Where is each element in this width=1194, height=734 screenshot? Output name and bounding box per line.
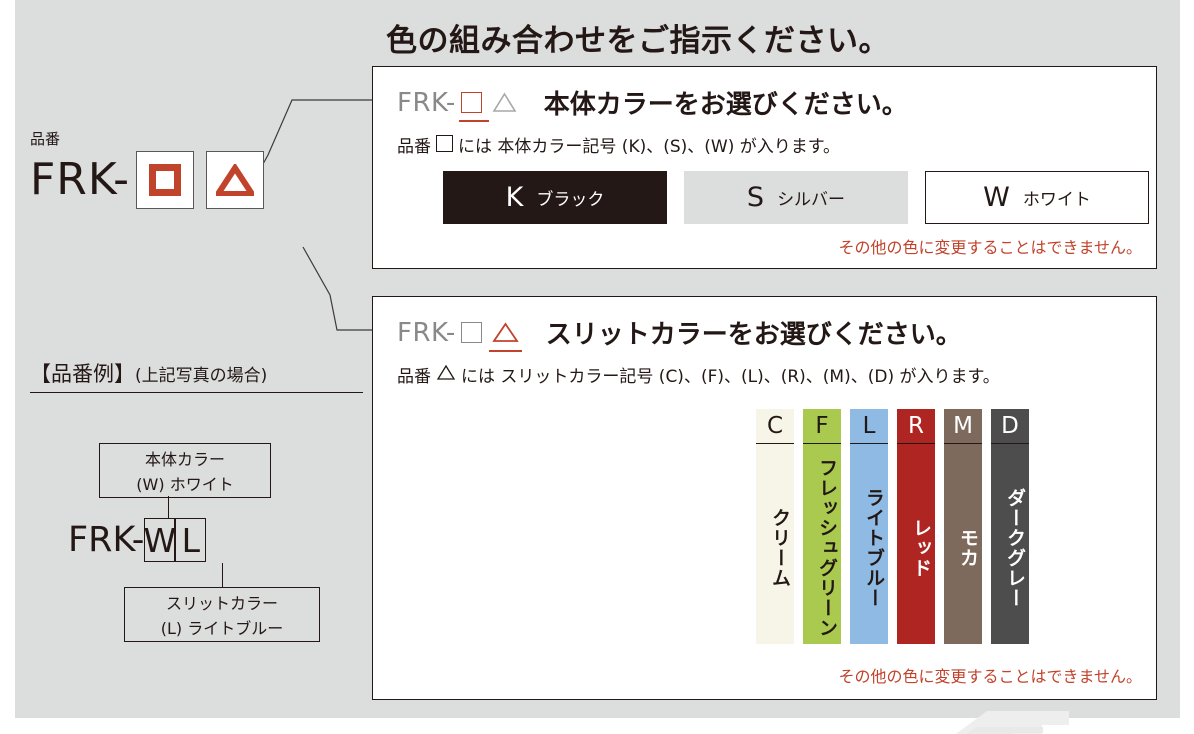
frk-row: FRK- bbox=[30, 151, 350, 209]
product-number-key: 品番 FRK- bbox=[30, 128, 350, 209]
swatch-K-name: ブラック bbox=[536, 190, 605, 210]
color-bar-R-code: R bbox=[908, 413, 924, 439]
panel2-triangle-marker bbox=[488, 322, 522, 352]
red-underline bbox=[458, 120, 489, 122]
slit-color-bars: C クリーム F フレッシュグリーン L ライトブルー R レッド M bbox=[756, 409, 1029, 644]
example-product-number: FRK- W L bbox=[68, 518, 207, 562]
slit-color-mark-box bbox=[206, 151, 264, 209]
color-bar-C[interactable]: C クリーム bbox=[756, 409, 794, 644]
square-outline-icon bbox=[436, 134, 453, 152]
example-code-slit: L bbox=[175, 518, 207, 562]
panel1-sub-mid: には 本体カラー記号 (K)、(S)、(W) が入ります。 bbox=[458, 137, 841, 157]
example-heading: 【品番例】(上記写真の場合) bbox=[30, 358, 370, 388]
red-square-mark bbox=[149, 164, 181, 196]
hinban-label: 品番 bbox=[30, 130, 61, 148]
body-color-panel-head: FRK- 本体カラーをお選びください。 bbox=[397, 84, 1156, 122]
example-connector-bottom bbox=[222, 563, 223, 587]
color-bar-L-code: L bbox=[862, 413, 876, 439]
panel2-prefix: FRK- bbox=[397, 317, 456, 348]
swatch-W-code: W bbox=[983, 182, 1010, 213]
color-bar-L-name: ライトブルー bbox=[863, 487, 885, 608]
swatch-W[interactable]: W ホワイト bbox=[925, 171, 1149, 224]
post-box-3d-illustration bbox=[955, 711, 1069, 734]
red-underline bbox=[488, 350, 522, 352]
panel2-title: スリットカラーをお選びください。 bbox=[545, 320, 962, 350]
body-color-panel: FRK- 本体カラーをお選びください。 品番 には 本体カラー記号 (K)、(S… bbox=[372, 66, 1157, 269]
divider bbox=[756, 443, 794, 444]
slit-color-panel-head: FRK- スリットカラーをお選びください。 bbox=[397, 314, 1156, 352]
swatch-S-name: シルバー bbox=[777, 190, 846, 210]
panel1-square-marker bbox=[458, 92, 489, 122]
triangle-outline-icon bbox=[492, 92, 517, 112]
square-outline-icon bbox=[460, 322, 482, 343]
color-bar-D-code: D bbox=[1001, 413, 1019, 439]
example-connector-top bbox=[168, 496, 169, 520]
color-bar-R[interactable]: R レッド bbox=[897, 409, 935, 644]
example-slit-color-box: スリットカラー (L) ライトブルー bbox=[124, 587, 320, 642]
frk-prefix: FRK- bbox=[30, 154, 130, 205]
example-slit-color-line1: スリットカラー bbox=[165, 594, 278, 613]
panel1-sub-pre: 品番 bbox=[397, 137, 431, 157]
panel1-prefix: FRK- bbox=[397, 87, 456, 118]
panel1-title: 本体カラーをお選びください。 bbox=[543, 90, 908, 120]
panel2-square-marker bbox=[460, 322, 482, 343]
body-color-mark-box bbox=[136, 151, 194, 209]
color-bar-L[interactable]: L ライトブルー bbox=[850, 409, 888, 644]
color-bar-F-code: F bbox=[815, 413, 829, 439]
example-divider bbox=[30, 392, 363, 393]
color-bar-M[interactable]: M モカ bbox=[944, 409, 982, 644]
panel2-note: その他の色に変更することはできません。 bbox=[838, 667, 1142, 686]
example-heading-main: 【品番例】 bbox=[30, 362, 135, 386]
swatch-S-code: S bbox=[746, 182, 765, 213]
triangle-outline-icon bbox=[436, 364, 456, 380]
example-prefix: FRK- bbox=[68, 520, 145, 560]
color-bar-R-name: レッド bbox=[910, 517, 932, 578]
color-bar-M-code: M bbox=[953, 413, 973, 439]
panel2-sub-pre: 品番 bbox=[397, 367, 431, 387]
body-color-swatches: K ブラック S シルバー W ホワイト bbox=[443, 171, 1149, 224]
page-header: 色の組み合わせをご指示ください。 bbox=[372, 14, 890, 60]
red-triangle-icon bbox=[492, 322, 519, 342]
divider bbox=[897, 443, 935, 444]
example-body-color-line2: (W) ホワイト bbox=[136, 475, 234, 494]
divider bbox=[944, 443, 982, 444]
example-body-color-line1: 本体カラー bbox=[144, 450, 225, 469]
panel1-subtitle: 品番 には 本体カラー記号 (K)、(S)、(W) が入ります。 bbox=[397, 132, 1156, 157]
swatch-K-code: K bbox=[505, 182, 524, 213]
swatch-S[interactable]: S シルバー bbox=[684, 171, 908, 224]
color-bar-C-code: C bbox=[766, 413, 784, 439]
swatch-K[interactable]: K ブラック bbox=[443, 171, 667, 224]
page-title: 色の組み合わせをご指示ください。 bbox=[386, 22, 890, 59]
red-triangle-mark bbox=[216, 164, 254, 196]
color-bar-M-name: モカ bbox=[957, 527, 979, 568]
color-bar-C-name: クリーム bbox=[769, 507, 791, 588]
panel2-sub-mid: には スリットカラー記号 (C)、(F)、(L)、(R)、(M)、(D) が入り… bbox=[461, 367, 1000, 387]
panel1-triangle-marker bbox=[492, 92, 517, 113]
panel1-note: その他の色に変更することはできません。 bbox=[838, 238, 1142, 257]
color-bar-F-name: フレッシュグリーン bbox=[816, 457, 838, 638]
color-bar-F[interactable]: F フレッシュグリーン bbox=[803, 409, 841, 644]
example-heading-sub: (上記写真の場合) bbox=[135, 366, 268, 386]
swatch-W-name: ホワイト bbox=[1022, 190, 1091, 210]
divider bbox=[803, 443, 841, 444]
red-square-icon bbox=[460, 92, 482, 113]
divider bbox=[850, 443, 888, 444]
divider bbox=[991, 443, 1029, 444]
example-code-body: W bbox=[144, 518, 176, 562]
example-slit-color-line2: (L) ライトブルー bbox=[160, 619, 284, 638]
color-bar-D-name: ダークグレー bbox=[1004, 487, 1026, 608]
slit-color-panel: FRK- スリットカラーをお選びください。 品番 には スリットカラー記号 (C… bbox=[372, 296, 1157, 734]
color-bar-D[interactable]: D ダークグレー bbox=[991, 409, 1029, 644]
panel2-subtitle: 品番 には スリットカラー記号 (C)、(F)、(L)、(R)、(M)、(D) … bbox=[397, 362, 1156, 387]
example-body-color-box: 本体カラー (W) ホワイト bbox=[99, 443, 271, 498]
